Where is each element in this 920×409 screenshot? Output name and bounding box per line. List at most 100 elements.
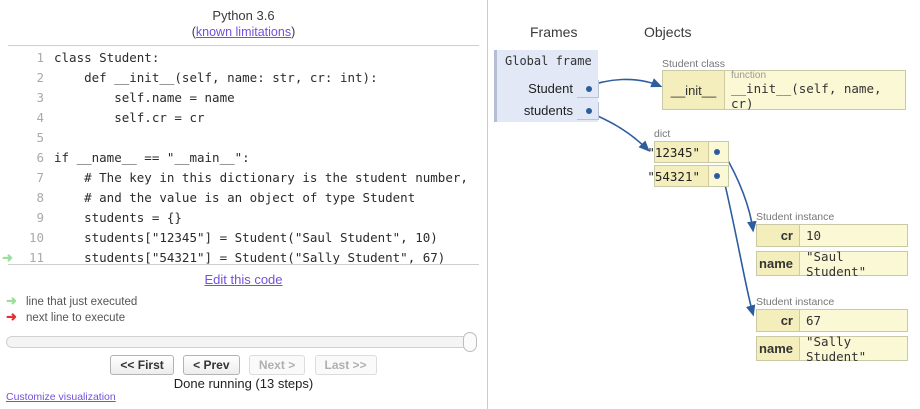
object-student-class: __init__ function __init__(self, name, c…	[662, 69, 906, 111]
global-frame-title: Global frame	[505, 54, 592, 68]
object-row: __init__ function __init__(self, name, c…	[663, 69, 905, 111]
known-limitations-line: (known limitations)	[0, 25, 487, 40]
object-label-dict: dict	[654, 128, 671, 140]
code-text: self.cr = cr	[54, 110, 205, 125]
frame-var-students-slot	[577, 102, 599, 120]
code-line[interactable]: 6 if __name__ == "__main__":	[0, 148, 487, 168]
object-row: name "Saul Student"	[757, 249, 907, 279]
first-button[interactable]: << First	[110, 355, 174, 375]
legend-next-line: ➜ next line to execute	[6, 309, 306, 325]
step-slider-track[interactable]	[6, 336, 471, 348]
object-label-student-instance-2: Student instance	[756, 296, 835, 308]
field-key: name	[757, 252, 800, 275]
code-text: def __init__(self, name: str, cr: int):	[54, 70, 378, 85]
line-number: 9	[36, 210, 44, 225]
step-slider-handle[interactable]	[463, 332, 477, 352]
object-row: cr 10	[757, 225, 907, 246]
customize-visualization: Customize visualization	[6, 391, 116, 403]
pointer-dot	[714, 149, 720, 155]
frame-var-student-name: Student	[528, 81, 573, 96]
line-number: 3	[36, 90, 44, 105]
line-number: 1	[36, 50, 44, 65]
execution-status: Done running (13 steps)	[173, 376, 314, 391]
code-line[interactable]: 8 # and the value is an object of type S…	[0, 188, 487, 208]
code-line[interactable]: 9 students = {}	[0, 208, 487, 228]
edit-this-code-link[interactable]: Edit this code	[204, 272, 283, 287]
global-frame: Global frame Student students	[494, 50, 601, 122]
green-arrow-icon: ➜	[6, 293, 17, 308]
instance-2-field-cr: cr 67	[756, 309, 908, 332]
object-label-student-class: Student class	[662, 58, 726, 70]
playback-controls: << First < Prev Next > Last >>	[0, 355, 487, 375]
line-number: 10	[28, 230, 44, 245]
paren-open: (	[191, 25, 196, 39]
code-line[interactable]: 2 def __init__(self, name: str, cr: int)…	[0, 68, 487, 88]
python-version-label: Python 3.6	[212, 8, 275, 23]
dict-value-pointer	[709, 166, 728, 186]
code-line[interactable]: ➜ 11 students["54321"] = Student("Sally S…	[0, 248, 487, 268]
instance-1-field-cr: cr 10	[756, 224, 908, 247]
pointer-dot	[714, 173, 720, 179]
object-label-student-instance-1: Student instance	[756, 211, 835, 223]
code-bottom-divider	[8, 264, 479, 265]
code-line[interactable]: 4 self.cr = cr	[0, 108, 487, 128]
dict-entry-1: "54321"	[647, 165, 729, 187]
edit-this-code: Edit this code	[0, 272, 487, 287]
frame-var-student: Student	[497, 78, 601, 100]
code-text: if __name__ == "__main__":	[54, 150, 250, 165]
dict-key: "12345"	[647, 142, 709, 162]
last-button[interactable]: Last >>	[314, 355, 377, 375]
frame-var-student-slot	[577, 80, 599, 98]
class-member-key: __init__	[663, 71, 725, 109]
field-value: "Sally Student"	[800, 334, 907, 364]
frames-heading: Frames	[530, 24, 578, 40]
function-type-label: function	[731, 69, 767, 81]
next-button[interactable]: Next >	[248, 355, 306, 375]
field-key: name	[757, 337, 800, 360]
red-arrow-icon: ➜	[6, 309, 17, 324]
prev-button[interactable]: < Prev	[183, 355, 240, 375]
object-row: "54321"	[647, 166, 728, 186]
code-text: students["12345"] = Student("Saul Studen…	[54, 230, 438, 245]
pane-divider	[487, 0, 488, 409]
frame-var-students-name: students	[523, 103, 573, 118]
code-text: students = {}	[54, 210, 182, 225]
line-number: 2	[36, 70, 44, 85]
line-number: 4	[36, 110, 44, 125]
code-listing[interactable]: 1 class Student: 2 def __init__(self, name…	[0, 48, 487, 265]
code-text: self.name = name	[54, 90, 235, 105]
dict-key: "54321"	[647, 166, 709, 186]
legend-just-executed-label: line that just executed	[26, 296, 138, 308]
code-text: # The key in this dictionary is the stud…	[54, 170, 468, 185]
field-value: 67	[800, 310, 907, 331]
code-text: class Student:	[54, 50, 160, 65]
line-number: 7	[36, 170, 44, 185]
green-arrow-icon: ➜	[2, 250, 13, 265]
code-line[interactable]: 1 class Student:	[0, 48, 487, 68]
field-value: "Saul Student"	[800, 249, 907, 279]
frame-var-students: students	[497, 100, 601, 122]
visualization-pane: Frames Objects Global frame Student stud…	[488, 0, 920, 409]
objects-heading: Objects	[644, 24, 692, 40]
customize-visualization-link[interactable]: Customize visualization	[6, 391, 116, 403]
class-member-value: function __init__(self, name, cr)	[725, 69, 905, 111]
legend: ➜ line that just executed ➜ next line to e…	[6, 293, 306, 325]
code-line[interactable]: 10 students["12345"] = Student("Saul Stu…	[0, 228, 487, 248]
instance-1-field-name: name "Saul Student"	[756, 249, 908, 279]
line-number: 6	[36, 150, 44, 165]
code-line[interactable]: 7 # The key in this dictionary is the st…	[0, 168, 487, 188]
line-number: 11	[28, 250, 44, 265]
object-row: "12345"	[647, 142, 728, 162]
code-line[interactable]: 5	[0, 128, 487, 148]
dict-entry-0: "12345"	[647, 141, 729, 163]
field-value: 10	[800, 225, 907, 246]
instance-2-field-name: name "Sally Student"	[756, 334, 908, 364]
code-top-divider	[8, 45, 479, 46]
legend-just-executed: ➜ line that just executed	[6, 293, 306, 309]
legend-next-line-label: next line to execute	[26, 312, 126, 324]
field-key: cr	[757, 310, 800, 331]
code-text: students["54321"] = Student("Sally Stude…	[54, 250, 446, 265]
known-limitations-link[interactable]: known limitations	[195, 25, 292, 39]
code-line[interactable]: 3 self.name = name	[0, 88, 487, 108]
